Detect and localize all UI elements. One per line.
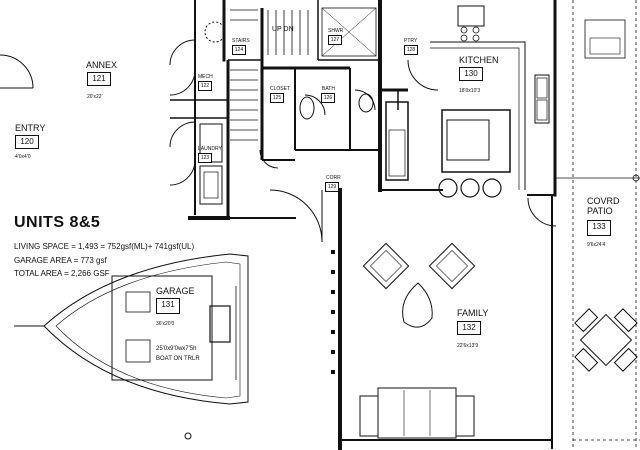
room-dim-garage: 36'x20'0 [156,321,175,327]
room-name-kitchen: KITCHEN [459,55,499,65]
room-name-pantry: PTRY [404,38,418,44]
garage-windows [331,250,335,374]
room-number-family: 132 [457,321,481,335]
room-number-pantry: 128 [404,45,418,55]
room-dim-family: 22'6x13'9 [457,343,479,349]
room-number-kitchen: 130 [459,67,483,81]
room-number-closet: 125 [270,93,284,103]
room-name-laundry: LAUNDRY [198,146,222,152]
room-name-stairs: STAIRS [232,38,250,44]
room-number-garage: 131 [156,298,180,314]
stair-direction-label: UP DN [272,26,294,33]
room-number-annex: 121 [87,72,111,86]
room-name-corridor: CORR [326,175,341,181]
room-dim-entry: 4'0x4'0 [15,154,31,160]
boat-on-trailer [14,253,249,440]
room-name-shower: SHWR [328,28,344,34]
interior-walls [170,0,408,218]
room-number-entry: 120 [15,135,39,149]
room-number-bath: 126 [321,93,335,103]
stair-treads [230,9,309,141]
exterior-walls [188,0,557,450]
bath-fixtures [204,7,377,120]
room-name-closet: CLOSET [270,86,291,92]
room-dim-patio: 9'6x24'4 [587,242,606,248]
room-dim-kitchen: 18'0x10'3 [459,88,481,94]
room-name-mech: MECH [198,74,213,80]
room-number-shower: 127 [328,35,342,45]
garage-area-summary: GARAGE AREA = 773 gsf [14,256,107,265]
door-swings [0,39,557,243]
total-area-summary: TOTAL AREA = 2,266 GSF [14,269,110,278]
room-number-mech: 122 [198,81,212,91]
boat-note-size: 25'0x9'0wx7'5h [156,346,197,352]
boat-note-desc: BOAT ON TRLR [156,356,200,362]
room-name-family: FAMILY [457,308,489,318]
living-space-summary: LIVING SPACE = 1,493 = 752gsf(ML)+ 741gs… [14,242,195,251]
room-dim-annex: 20'x22' [87,94,103,100]
room-name-annex: ANNEX [86,60,118,70]
room-name-entry: ENTRY [15,123,46,133]
room-number-corridor: 129 [325,182,339,192]
room-number-stairs: 124 [232,45,246,55]
patio-dining-set [574,19,638,372]
plan-title: UNITS 8&5 [14,214,101,231]
laundry-appliances [199,123,223,205]
kitchen-fixtures [385,5,550,198]
family-furniture [359,242,476,439]
room-name-bath: BATH [322,86,335,92]
room-name-patio-line2: PATIO [587,206,613,216]
patio-boundary [556,0,640,448]
room-name-patio-line1: COVRD [587,196,620,206]
room-number-patio: 133 [587,220,611,236]
room-number-laundry: 123 [198,153,212,163]
room-name-garage: GARAGE [156,286,195,296]
